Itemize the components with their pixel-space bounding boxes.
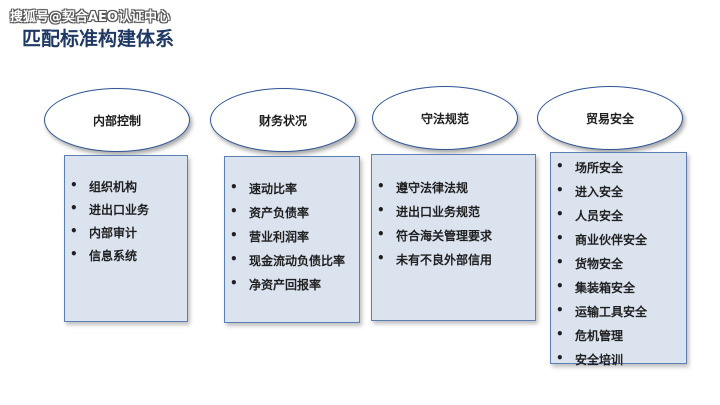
column-heading: 内部控制 xyxy=(92,113,141,128)
bullet-dot-icon: • xyxy=(70,224,78,238)
list-item: •内部审计 xyxy=(70,224,138,240)
list-item: •符合海关管理要求 xyxy=(377,227,493,243)
bullet-dot-icon: • xyxy=(230,180,238,194)
box-trade-security: •场所安全 •进入安全 •人员安全 •商业伙伴安全 •货物安全 •集装箱安全 •… xyxy=(550,152,687,367)
bullet-dot-icon: • xyxy=(556,159,564,173)
oval-internal-control: 内部控制 xyxy=(44,88,190,152)
box-internal-control: •组织机构 •进出口业务 •内部审计 •信息系统 xyxy=(64,155,188,322)
list-item: •未有不良外部信用 xyxy=(377,251,493,267)
bullet-dot-icon: • xyxy=(377,179,385,193)
list-item: •资产负债率 xyxy=(230,204,310,220)
list-item: •组织机构 xyxy=(70,178,138,194)
list-item: •场所安全 xyxy=(556,159,624,175)
list-item: •安全培训 xyxy=(556,351,624,367)
bullet-dot-icon: • xyxy=(70,178,78,192)
list-item: •运输工具安全 xyxy=(556,303,648,319)
list-item: •信息系统 xyxy=(70,247,138,263)
list-item: •商业伙伴安全 xyxy=(556,231,648,247)
bullet-dot-icon: • xyxy=(377,251,385,265)
list-item: •进出口业务 xyxy=(70,201,150,217)
list-item: •货物安全 xyxy=(556,255,624,271)
list-item: •净资产回报率 xyxy=(230,276,322,292)
bullet-dot-icon: • xyxy=(556,207,564,221)
bullet-dot-icon: • xyxy=(230,252,238,266)
box-compliance: •遵守法律法规 •进出口业务规范 •符合海关管理要求 •未有不良外部信用 xyxy=(371,154,536,321)
bullet-dot-icon: • xyxy=(556,231,564,245)
bullet-dot-icon: • xyxy=(70,247,78,261)
list-item: •现金流动负债比率 xyxy=(230,252,346,268)
bullet-dot-icon: • xyxy=(230,204,238,218)
bullet-dot-icon: • xyxy=(230,228,238,242)
list-item: •人员安全 xyxy=(556,207,624,223)
bullet-dot-icon: • xyxy=(377,227,385,241)
bullet-dot-icon: • xyxy=(556,327,564,341)
list-item: •危机管理 xyxy=(556,327,624,343)
watermark: 搜狐号@契合AEO认证中心 xyxy=(10,10,170,25)
bullet-dot-icon: • xyxy=(70,201,78,215)
list-item: •进出口业务规范 xyxy=(377,203,481,219)
bullet-dot-icon: • xyxy=(556,183,564,197)
list-item: •遵守法律法规 xyxy=(377,179,469,195)
bullet-dot-icon: • xyxy=(377,203,385,217)
bullet-dot-icon: • xyxy=(556,279,564,293)
list-item: •速动比率 xyxy=(230,180,298,196)
list-item: •进入安全 xyxy=(556,183,624,199)
bullet-dot-icon: • xyxy=(556,255,564,269)
box-financial-status: •速动比率 •资产负债率 •营业利润率 •现金流动负债比率 •净资产回报率 xyxy=(224,156,360,323)
bullet-dot-icon: • xyxy=(230,276,238,290)
oval-financial-status: 财务状况 xyxy=(210,88,356,152)
oval-compliance: 守法规范 xyxy=(372,86,518,150)
page-title: 匹配标准构建体系 xyxy=(22,28,175,50)
column-heading: 守法规范 xyxy=(420,111,469,126)
bullet-dot-icon: • xyxy=(556,351,564,365)
oval-trade-security: 贸易安全 xyxy=(537,86,683,150)
column-heading: 财务状况 xyxy=(258,113,307,128)
list-item: •集装箱安全 xyxy=(556,279,636,295)
list-item: •营业利润率 xyxy=(230,228,310,244)
column-heading: 贸易安全 xyxy=(585,111,634,126)
bullet-dot-icon: • xyxy=(556,303,564,317)
